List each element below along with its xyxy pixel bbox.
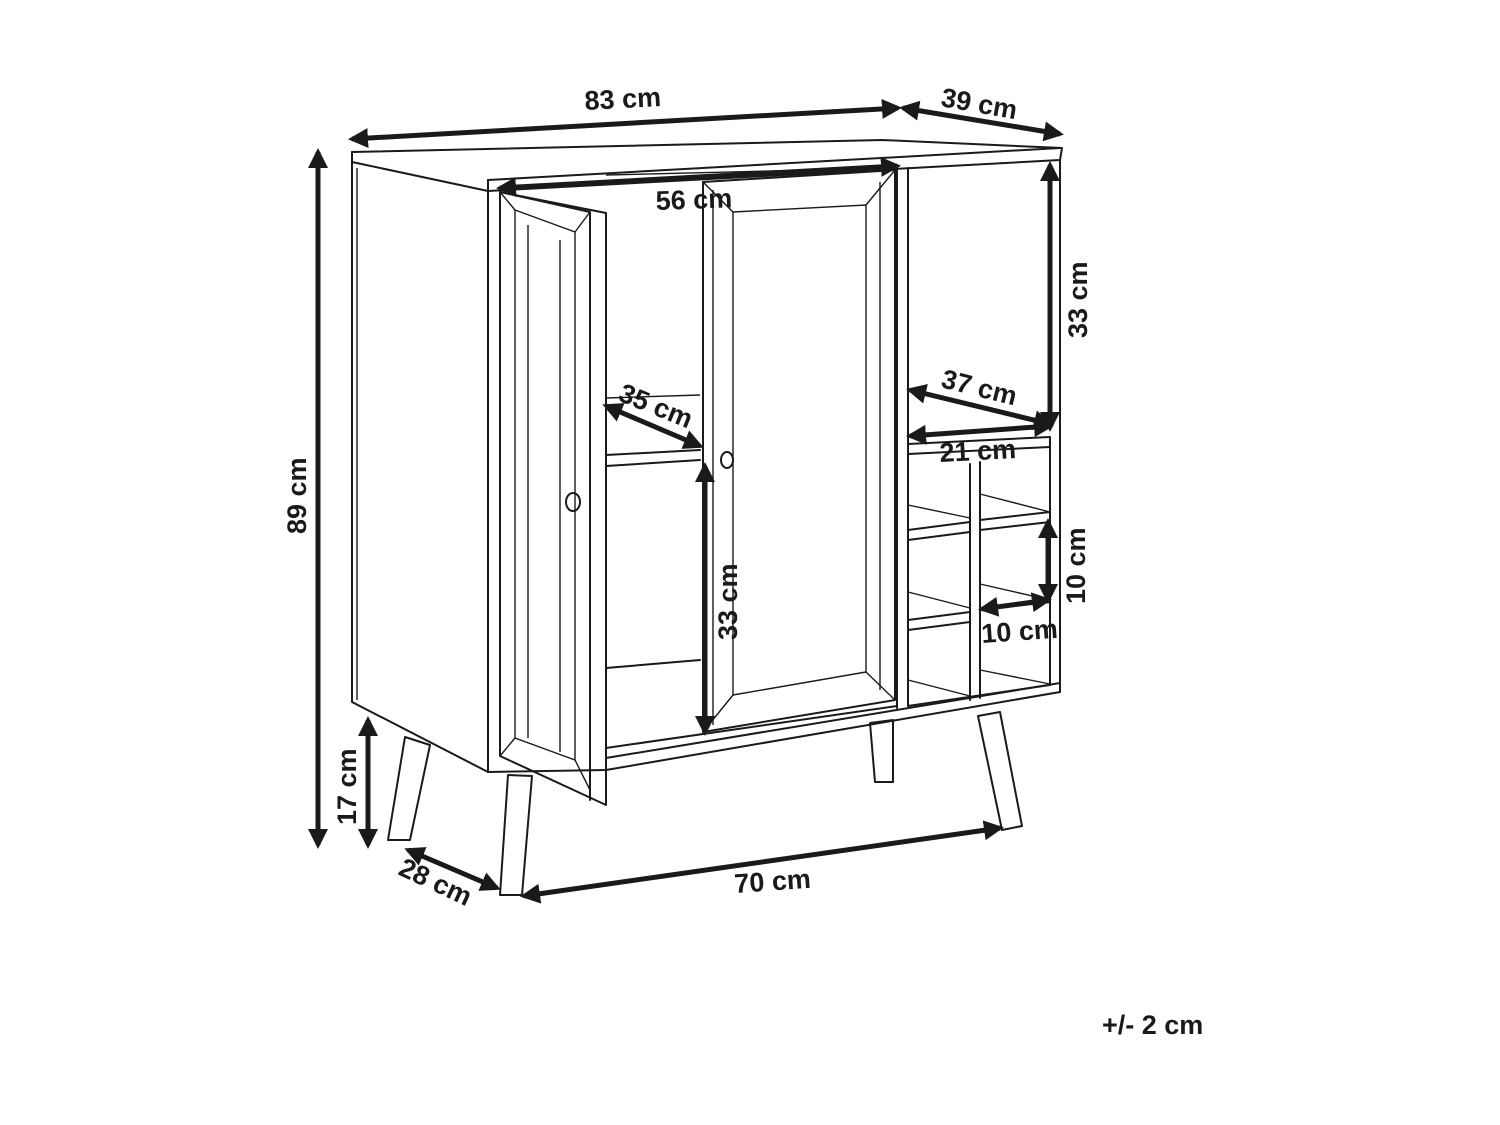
inner-width-label: 56 cm [655, 183, 733, 216]
leg-width-span-label: 70 cm [733, 864, 811, 899]
right-door [702, 169, 896, 733]
open-shelf-width-label: 21 cm [939, 434, 1017, 468]
width-label: 83 cm [584, 82, 662, 116]
tolerance-note: +/- 2 cm [1102, 1010, 1204, 1040]
inner-shelf-height-label: 33 cm [713, 563, 743, 640]
right-door-knob [720, 451, 734, 469]
left-door-knob [565, 492, 581, 512]
open-shelf-depth-label: 37 cm [939, 364, 1021, 412]
depth-label: 39 cm [939, 82, 1020, 125]
bottle-slot-height-label: 10 cm [1061, 527, 1091, 604]
height-label: 89 cm [282, 457, 312, 534]
inner-shelves [605, 394, 701, 669]
wine-rack [907, 436, 1051, 701]
leg-height-label: 17 cm [332, 748, 362, 825]
legs [387, 711, 1023, 896]
open-shelf-height-label: 33 cm [1063, 261, 1093, 338]
left-door [499, 191, 607, 806]
dimension-arrows [308, 98, 1064, 904]
bottle-slot-width-label: 10 cm [980, 614, 1058, 649]
